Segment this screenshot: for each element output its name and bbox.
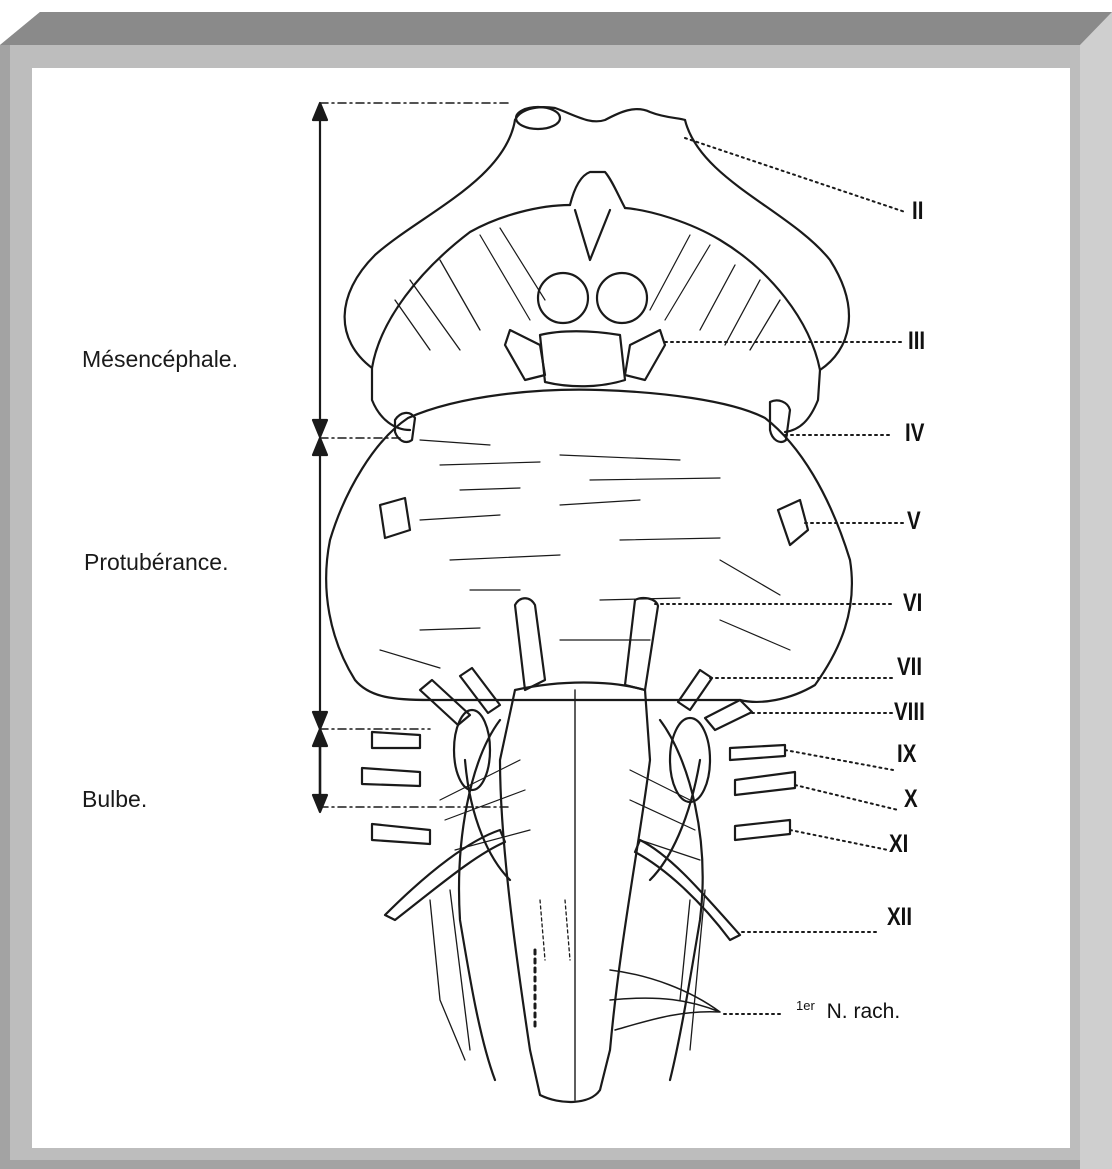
frame-right-bevel [1080, 12, 1112, 1169]
region-label-mesencephale: Mésencéphale. [82, 346, 238, 373]
spinal-nerve-label: 1er N. rach. [796, 998, 900, 1024]
nerve-label-IV: IV [905, 419, 924, 448]
nerve-label-V: V [907, 507, 921, 536]
nerve-label-XI: XI [889, 830, 908, 859]
nerve-label-X: X [904, 785, 918, 814]
nerve-label-III: III [908, 327, 925, 356]
spinal-nerve-superscript: 1er [796, 998, 815, 1013]
nerve-label-XII: XII [887, 903, 912, 932]
frame-top-bevel [0, 12, 1112, 45]
spinal-nerve-text: N. rach. [827, 1000, 901, 1023]
nerve-label-VII: VII [897, 653, 922, 682]
region-label-protuberance: Protubérance. [84, 549, 228, 576]
nerve-label-VIII: VIII [894, 698, 925, 727]
nerve-label-IX: IX [897, 740, 916, 769]
nerve-label-II: II [912, 197, 923, 226]
region-label-bulbe: Bulbe. [82, 786, 147, 813]
nerve-label-VI: VI [903, 589, 922, 618]
